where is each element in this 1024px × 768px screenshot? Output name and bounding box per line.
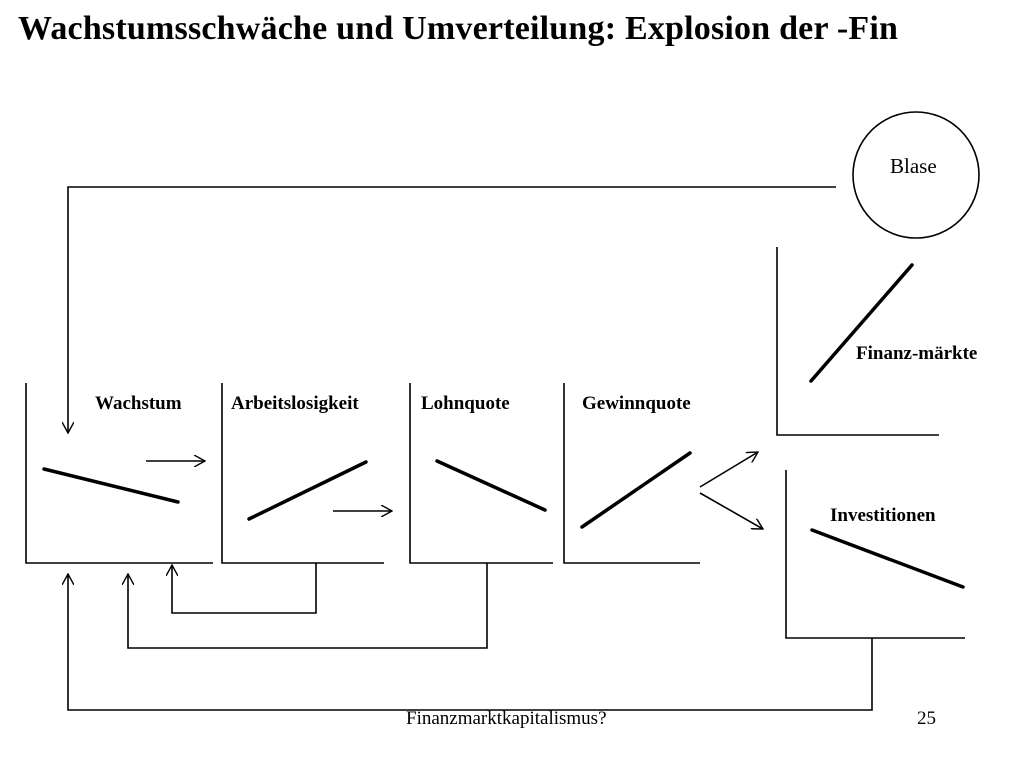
lohnquote-trend-line (435, 459, 547, 512)
wachstum-label: Wachstum (95, 393, 182, 414)
gewinnquote-trend-line (580, 451, 692, 529)
wachstum-axes (25, 383, 213, 564)
feedback-investitionen-loop (68, 574, 873, 711)
investitionen-trend-line (810, 528, 965, 589)
arrow-to-finanzmaerkte (699, 452, 758, 488)
page-number: 25 (917, 708, 936, 729)
footer-text: Finanzmarktkapitalismus? (406, 708, 607, 729)
bubble-circle (852, 111, 980, 239)
feedback-arbeitslosigkeit-loop (172, 563, 317, 614)
lohnquote-axes (409, 383, 553, 564)
finanzmaerkte-trend-line (809, 263, 914, 383)
gewinnquote-label: Gewinnquote (582, 393, 691, 414)
arbeitslosigkeit-axes (221, 383, 384, 564)
arbeitslosigkeit-trend-line (247, 460, 368, 521)
investitionen-axes (785, 470, 965, 639)
feedback-bubble-to-wachstum (68, 186, 836, 433)
wachstum-trend-line (42, 467, 180, 504)
gewinnquote-axes (563, 383, 700, 564)
feedback-lohnquote-loop (128, 563, 488, 649)
finanzmaerkte-axes (776, 247, 939, 436)
arbeitslosigkeit-label: Arbeitslosigkeit (231, 393, 359, 414)
slide-title: Wachstumsschwäche und Umverteilung: Expl… (18, 10, 899, 47)
bubble-label: Blase (890, 154, 937, 178)
arrow-to-investitionen (699, 492, 763, 529)
investitionen-label: Investitionen (830, 505, 936, 526)
finanzmaerkte-label: Finanz-märkte (856, 343, 978, 364)
lohnquote-label: Lohnquote (421, 393, 510, 414)
